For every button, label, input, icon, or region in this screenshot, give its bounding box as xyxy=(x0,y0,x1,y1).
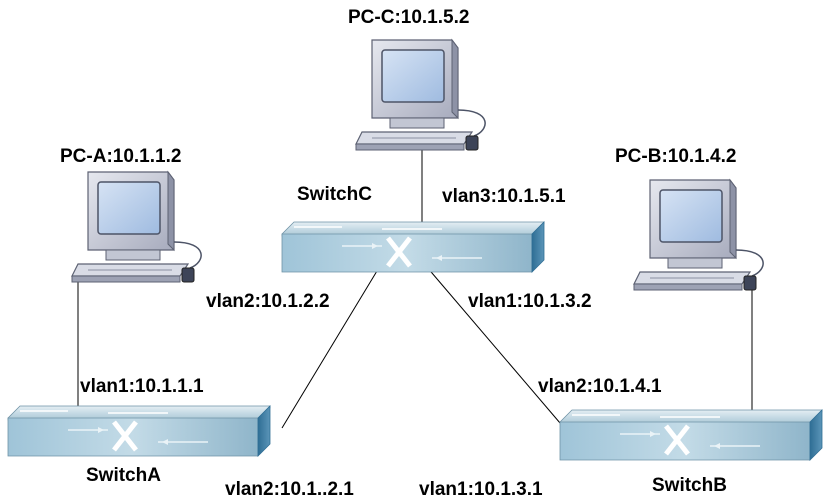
switch-b[interactable] xyxy=(560,410,822,460)
switch-c-vlan1-label: vlan1:10.1.3.2 xyxy=(468,291,592,312)
switch-a[interactable] xyxy=(8,406,270,456)
link-switch-c-switch-b xyxy=(425,265,567,431)
switch-c-vlan2-label: vlan2:10.1.2.2 xyxy=(206,291,330,312)
switch-b-label: SwitchB xyxy=(652,475,727,496)
switch-c[interactable] xyxy=(282,222,544,272)
switch-a-label: SwitchA xyxy=(86,465,161,486)
switch-b-vlan1-label: vlan1:10.1.3.1 xyxy=(419,479,543,500)
switch-a-vlan1-label: vlan1:10.1.1.1 xyxy=(80,376,204,397)
pc-a-label: PC-A:10.1.1.2 xyxy=(60,146,182,167)
pc-b-label: PC-B:10.1.4.2 xyxy=(615,146,737,167)
link-switch-c-switch-a xyxy=(281,265,381,429)
switch-c-label: SwitchC xyxy=(297,184,372,205)
pc-c[interactable] xyxy=(355,39,486,151)
pc-a[interactable] xyxy=(71,171,202,283)
pc-b[interactable] xyxy=(633,179,764,291)
pc-c-label: PC-C:10.1.5.2 xyxy=(348,7,470,28)
switch-a-vlan2-label: vlan2:10.1..2.1 xyxy=(225,479,354,500)
links xyxy=(77,145,753,431)
switch-b-vlan2-label: vlan2:10.1.4.1 xyxy=(538,376,662,397)
switch-c-vlan3-label: vlan3:10.1.5.1 xyxy=(442,186,566,207)
